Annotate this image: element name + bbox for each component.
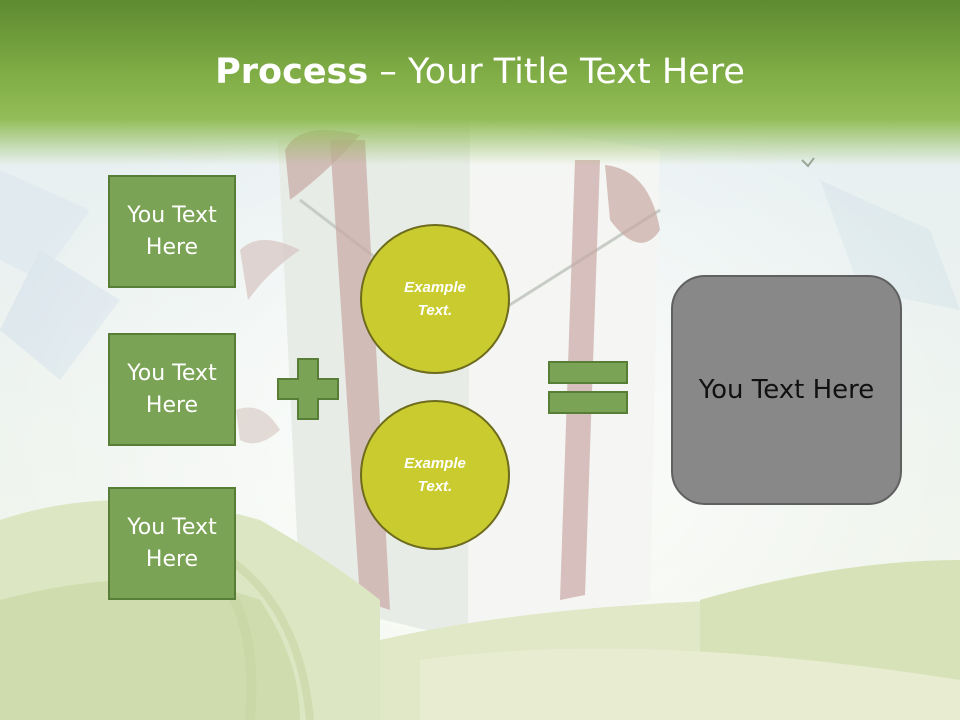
equals-icon <box>548 361 628 414</box>
title-bold: Process <box>215 52 369 92</box>
input-box-label: You Text Here <box>127 360 217 418</box>
slide-title: Process – Your Title Text Here <box>0 52 960 92</box>
result-box[interactable]: You Text Here <box>671 275 902 505</box>
input-box-label: You Text Here <box>127 514 217 572</box>
title-band <box>0 0 960 165</box>
plus-icon <box>277 358 339 420</box>
circle-label: Example Text. <box>404 279 466 319</box>
circle-label: Example Text. <box>404 455 466 495</box>
input-box-2[interactable]: You Text Here <box>108 333 236 446</box>
input-box-label: You Text Here <box>127 202 217 260</box>
input-box-3[interactable]: You Text Here <box>108 487 236 600</box>
example-circle-1[interactable]: Example Text. <box>360 224 510 374</box>
result-label: You Text Here <box>698 375 875 405</box>
title-rest: – Your Title Text Here <box>368 52 745 92</box>
example-circle-2[interactable]: Example Text. <box>360 400 510 550</box>
input-box-1[interactable]: You Text Here <box>108 175 236 288</box>
